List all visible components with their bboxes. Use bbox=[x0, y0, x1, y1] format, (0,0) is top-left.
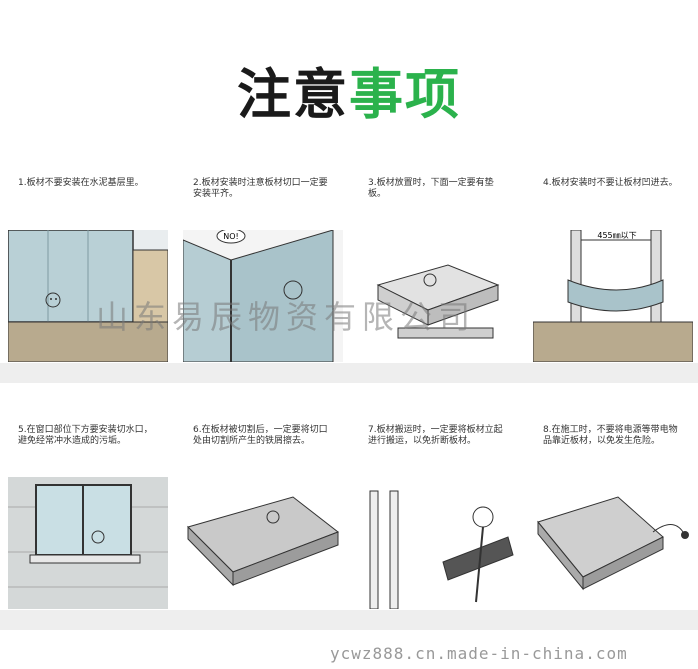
footer-url: ycwz888.cn.made-in-china.com bbox=[330, 644, 628, 663]
illustration-wipe-shavings bbox=[183, 477, 343, 609]
tip-caption-3: 3.板材放置时，下面一定要有垫板。 bbox=[368, 178, 494, 199]
tip-card-4: 4.板材安装时不要让板材凹进去。 455㎜以下 bbox=[533, 178, 693, 378]
tip-card-2: 2.板材安装时注意板材切口一定要安装平齐。 NO! bbox=[183, 178, 343, 378]
tip-caption-6: 6.在板材被切割后，一定要将切口处由切割所产生的铁屑擦去。 bbox=[193, 425, 328, 446]
illustration-concrete-base bbox=[8, 230, 168, 362]
tip-caption-5: 5.在窗口部位下方要安装切水口，避免经常冲水造成的污垢。 bbox=[18, 425, 153, 446]
tip-card-3: 3.板材放置时，下面一定要有垫板。 bbox=[358, 178, 518, 378]
illustration-electric-hazard bbox=[533, 477, 693, 609]
divider-band-top bbox=[0, 363, 698, 383]
tip-caption-4: 4.板材安装时不要让板材凹进去。 bbox=[543, 178, 678, 188]
tip-caption-1: 1.板材不要安装在水泥基层里。 bbox=[18, 178, 144, 188]
no-sign-text: NO! bbox=[223, 232, 239, 241]
title-part-green: 事项 bbox=[349, 63, 461, 126]
tip-card-7: 7.板材搬运时，一定要将板材立起进行搬运，以免折断板材。 bbox=[358, 425, 518, 625]
illustration-pallet bbox=[358, 230, 518, 362]
measure-label: 455㎜以下 bbox=[597, 231, 636, 240]
illustration-corner-joint: NO! bbox=[183, 230, 343, 362]
tip-caption-7: 7.板材搬运时，一定要将板材立起进行搬运，以免折断板材。 bbox=[368, 425, 503, 446]
tip-card-6: 6.在板材被切割后，一定要将切口处由切割所产生的铁屑擦去。 bbox=[183, 425, 343, 625]
tip-caption-8: 8.在施工时，不要将电源等带电物品靠近板材，以免发生危险。 bbox=[543, 425, 678, 446]
page-title: 注意事项 bbox=[0, 62, 698, 128]
divider-band-bottom bbox=[0, 610, 698, 630]
tip-card-5: 5.在窗口部位下方要安装切水口，避免经常冲水造成的污垢。 bbox=[8, 425, 168, 625]
tip-caption-2: 2.板材安装时注意板材切口一定要安装平齐。 bbox=[193, 178, 328, 199]
title-part-black: 注意 bbox=[237, 63, 349, 126]
tip-card-1: 1.板材不要安装在水泥基层里。 bbox=[8, 178, 168, 378]
illustration-carry-upright bbox=[358, 477, 518, 609]
illustration-recessed-panel: 455㎜以下 bbox=[533, 230, 693, 362]
illustration-window-drip bbox=[8, 477, 168, 609]
tip-card-8: 8.在施工时，不要将电源等带电物品靠近板材，以免发生危险。 bbox=[533, 425, 693, 625]
